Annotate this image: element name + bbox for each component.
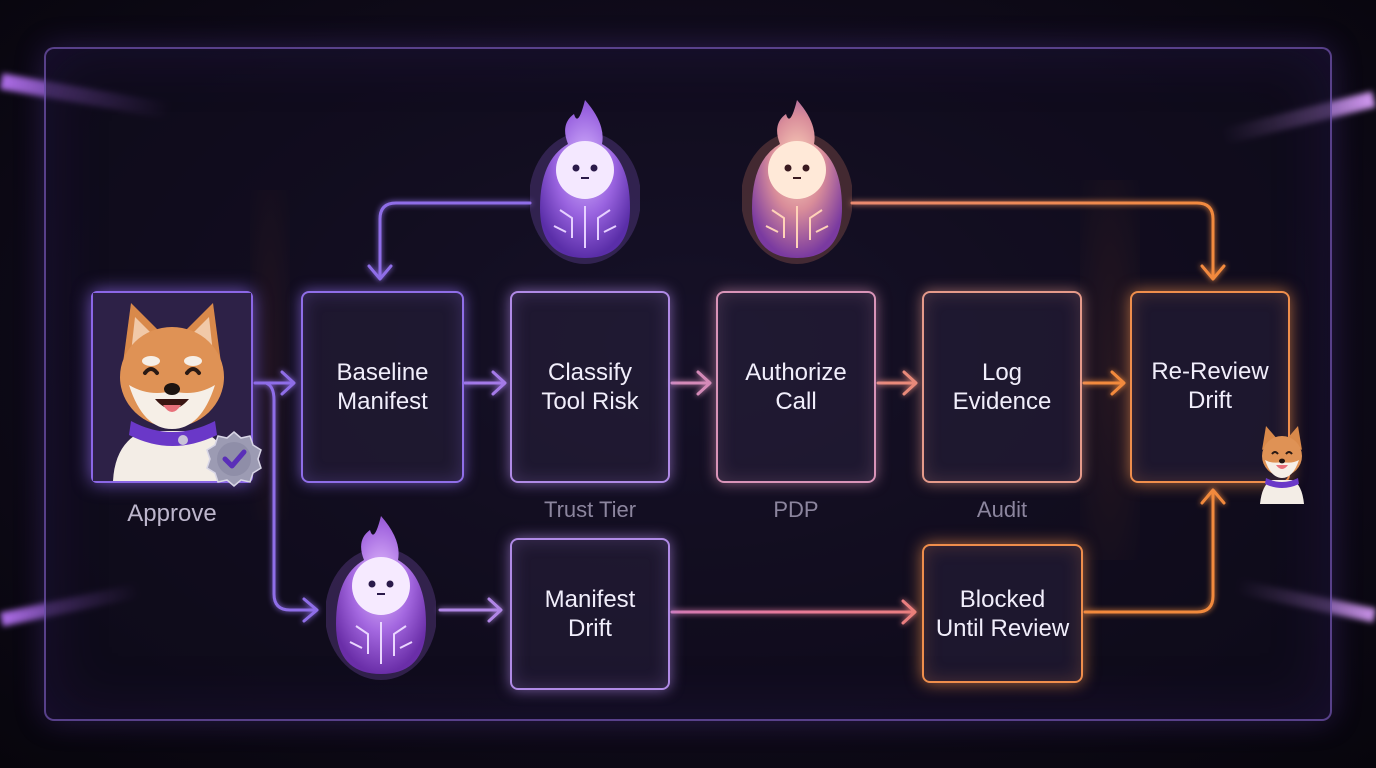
node-classify-tool-risk[interactable]: Classify Tool Risk: [510, 291, 670, 483]
node-blocked-until-review-label: Blocked Until Review: [935, 585, 1070, 642]
violet-flame-agent-icon: [326, 516, 436, 680]
edge-approve-to-baseline: [253, 370, 296, 396]
node-manifest-drift[interactable]: Manifest Drift: [510, 538, 670, 690]
node-re-review-drift[interactable]: Re-Review Drift: [1130, 291, 1290, 483]
node-manifest-drift-label: Manifest Drift: [544, 586, 636, 642]
node-baseline-manifest-label: Baseline Manifest: [336, 359, 429, 415]
verified-check-badge-icon: [206, 431, 262, 487]
edge-log-to-rereview: [1082, 370, 1126, 396]
node-authorize-call-label: Authorize Call: [745, 359, 847, 415]
edge-approve-to-drift-agent: [264, 381, 319, 623]
edge-authorize-to-log: [876, 370, 918, 396]
node-baseline-manifest[interactable]: Baseline Manifest: [301, 291, 464, 483]
node-blocked-until-review[interactable]: Blocked Until Review: [922, 544, 1083, 683]
edge-drift-agent-to-manifest-drift: [438, 597, 503, 623]
caption-audit: Audit: [976, 497, 1028, 522]
edge-classify-to-authorize: [670, 370, 712, 396]
caption-pdp: PDP: [773, 497, 819, 522]
violet-flame-agent-icon: [530, 100, 640, 264]
edge-manifest-drift-to-blocked: [670, 599, 917, 625]
edge-peach-agent-to-rereview: [850, 201, 1226, 281]
edge-baseline-to-classify: [463, 370, 507, 396]
edge-violet-agent-to-baseline: [367, 201, 532, 281]
approve-label: Approve: [127, 500, 217, 527]
peach-flame-agent-icon: [742, 100, 852, 264]
shiba-dog-sticker-icon: [1260, 426, 1304, 504]
node-log-evidence-label: Log Evidence: [952, 359, 1052, 415]
caption-trust-tier: Trust Tier: [543, 497, 637, 522]
node-log-evidence[interactable]: Log Evidence: [922, 291, 1082, 483]
node-re-review-drift-label: Re-Review Drift: [1151, 358, 1269, 414]
approver-avatar-card[interactable]: [91, 291, 253, 483]
node-classify-tool-risk-label: Classify Tool Risk: [541, 359, 639, 415]
edge-blocked-to-rereview: [1083, 488, 1226, 614]
node-authorize-call[interactable]: Authorize Call: [716, 291, 876, 483]
